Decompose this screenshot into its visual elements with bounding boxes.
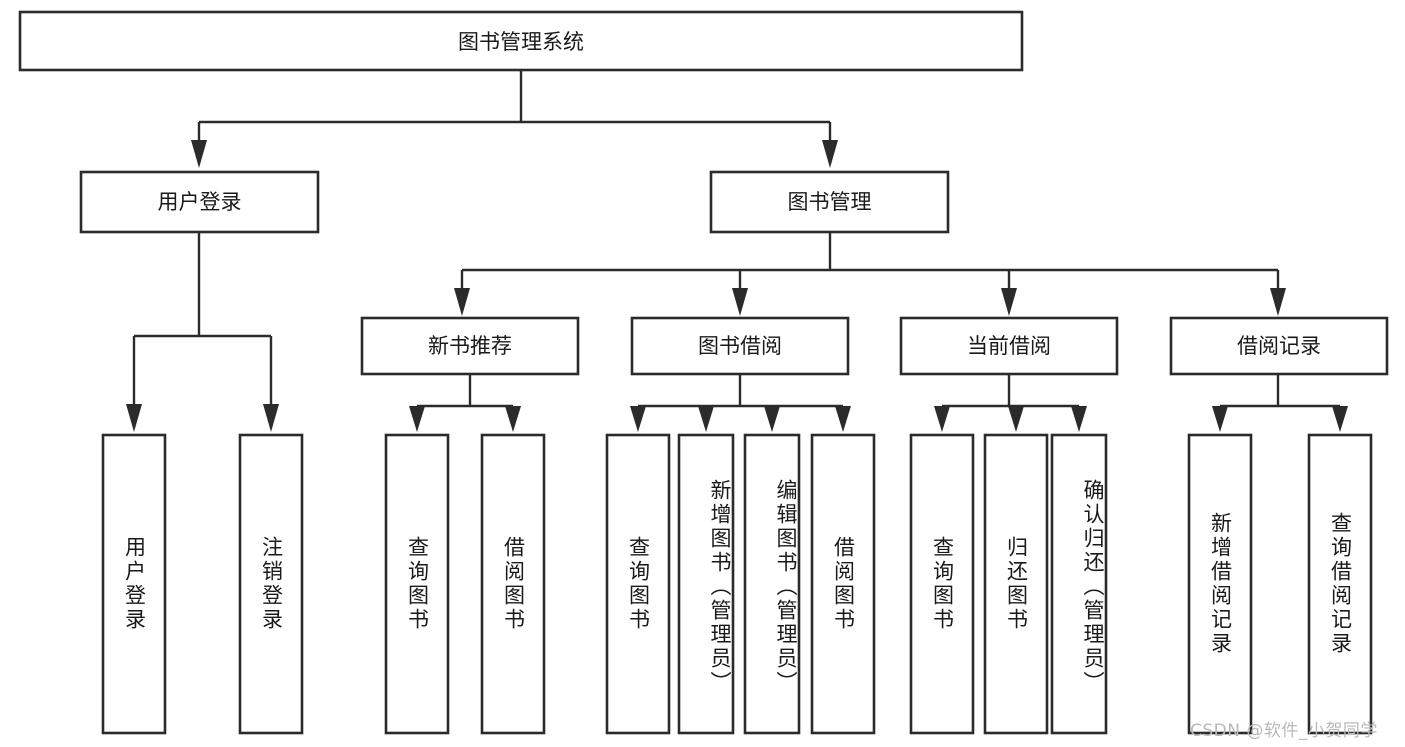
csdn-watermark: CSDN @软件_小贺同学 <box>1190 721 1378 741</box>
node-new-book-recommend-label: 新书推荐 <box>428 334 512 358</box>
node-current-borrow[interactable]: 当前借阅 <box>899 316 1119 376</box>
node-leaf-confirm-return-rect[interactable] <box>1050 433 1108 735</box>
node-borrow-record-rect <box>1169 316 1389 376</box>
node-borrow-record[interactable]: 借阅记录 <box>1169 316 1389 376</box>
node-title[interactable]: 图书管理系统 <box>18 10 1024 72</box>
node-user-login-label: 用户登录 <box>158 190 242 214</box>
node-leaf-query-book-3-rect[interactable] <box>909 433 975 735</box>
arrow-head-leaf-logout <box>263 404 279 432</box>
arrow-head-borrow-record <box>1270 288 1286 316</box>
arrow-head-book-borrow <box>732 288 748 316</box>
connector-group-borrow-record <box>1212 374 1348 432</box>
arrow-head-user-login <box>191 140 207 168</box>
arrow-head-leaf-query-book-1 <box>409 406 425 432</box>
node-leaf-user-login-rect[interactable] <box>101 433 167 735</box>
arrow-head-leaf-return-book <box>1008 406 1024 432</box>
arrow-head-new-book-recommend <box>454 288 470 316</box>
node-leaf-query-book-2-rect[interactable] <box>605 433 671 735</box>
node-user-login-rect <box>79 170 320 234</box>
arrow-head-leaf-query-book-2 <box>630 406 646 432</box>
connector-group-book-manage <box>454 232 1286 316</box>
connector-group-user-login <box>126 232 279 432</box>
connector-group-current-borrow <box>934 374 1087 432</box>
arrow-head-current-borrow <box>1001 288 1017 316</box>
node-book-manage-rect <box>709 170 950 234</box>
arrow-head-book-manage <box>822 140 838 168</box>
arrow-head-leaf-confirm-return <box>1071 406 1087 432</box>
node-leaf-edit-book-rect[interactable] <box>743 433 801 735</box>
node-title-label: 图书管理系统 <box>458 30 584 54</box>
arrow-head-leaf-borrow-book-1 <box>505 406 521 432</box>
node-book-borrow-rect <box>630 316 850 376</box>
arrow-head-leaf-user-login <box>126 404 142 432</box>
node-leaf-add-record-rect[interactable] <box>1187 433 1253 735</box>
connector-group-root <box>191 70 838 168</box>
connector-group-book-borrow <box>630 374 851 432</box>
node-title-rect <box>18 10 1024 72</box>
node-borrow-record-label: 借阅记录 <box>1237 334 1321 358</box>
node-leaf-logout-rect[interactable] <box>238 433 304 735</box>
node-leaf-borrow-book-2-rect[interactable] <box>810 433 876 735</box>
node-current-borrow-rect <box>899 316 1119 376</box>
arrow-head-leaf-add-book <box>698 406 714 432</box>
arrow-head-leaf-borrow-book-2 <box>835 406 851 432</box>
node-leaf-add-book-rect[interactable] <box>677 433 735 735</box>
arrow-head-leaf-edit-book <box>764 406 780 432</box>
node-leaf-borrow-book-1-rect[interactable] <box>480 433 546 735</box>
node-book-manage[interactable]: 图书管理 <box>709 170 950 234</box>
arrow-head-leaf-query-record <box>1332 406 1348 432</box>
node-user-login[interactable]: 用户登录 <box>79 170 320 234</box>
node-book-borrow[interactable]: 图书借阅 <box>630 316 850 376</box>
node-new-book-recommend[interactable]: 新书推荐 <box>360 316 580 376</box>
arrow-head-leaf-query-book-3 <box>934 406 950 432</box>
node-new-book-recommend-rect <box>360 316 580 376</box>
arrow-head-leaf-add-record <box>1212 406 1228 432</box>
connector-group-new-book-recommend <box>409 374 521 432</box>
node-current-borrow-label: 当前借阅 <box>967 334 1051 358</box>
node-book-borrow-label: 图书借阅 <box>698 334 782 358</box>
node-leaf-return-book-rect[interactable] <box>983 433 1049 735</box>
node-leaf-query-record-rect[interactable] <box>1307 433 1373 735</box>
node-leaf-query-book-1-rect[interactable] <box>384 433 450 735</box>
node-book-manage-label: 图书管理 <box>788 190 872 214</box>
leaf-node-group <box>101 433 1373 735</box>
